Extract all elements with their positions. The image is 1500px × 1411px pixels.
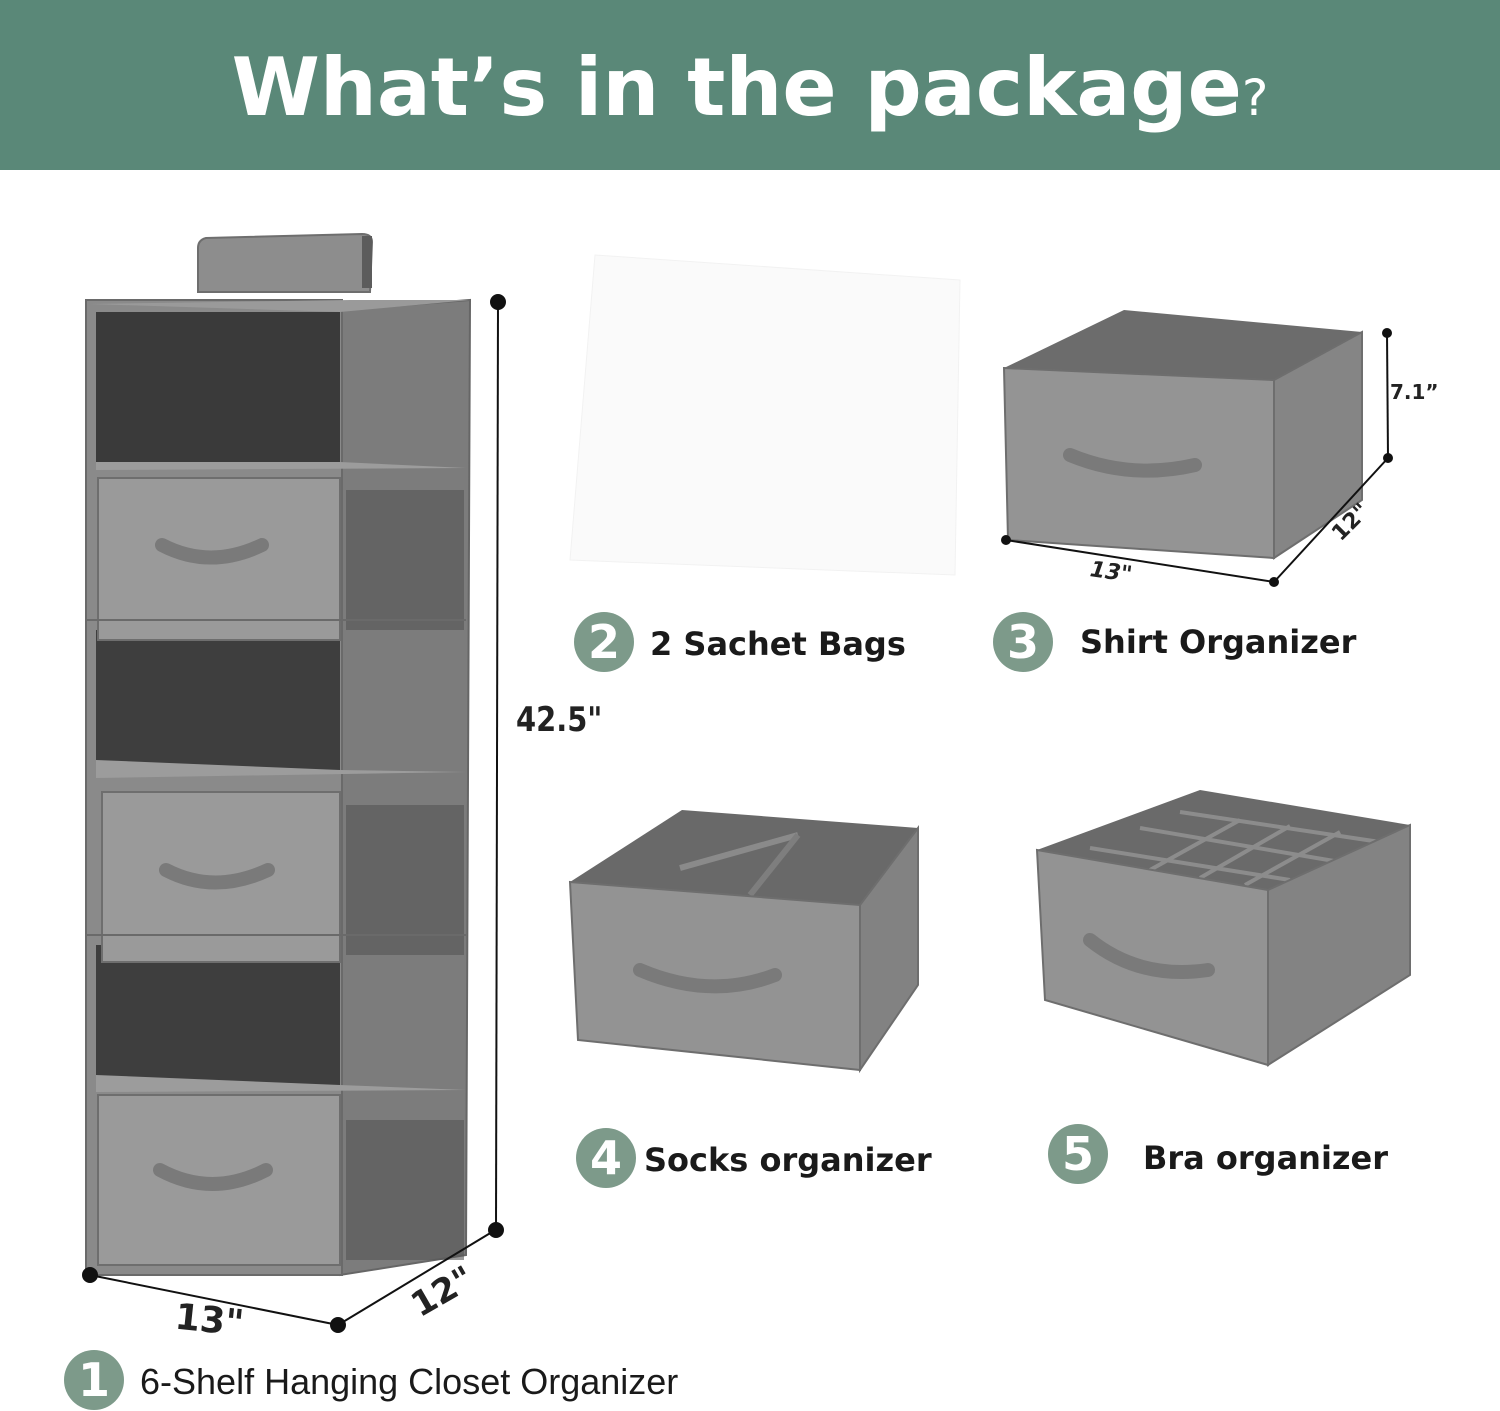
item-badge-3: 3 — [993, 612, 1053, 672]
item-badge-4: 4 — [576, 1128, 636, 1188]
item-label-2: 2 Sachet Bags — [650, 625, 906, 663]
header-banner: What’s in the package? — [0, 0, 1500, 170]
item-label-5: Bra organizer — [1143, 1139, 1389, 1177]
item-badge-2: 2 — [574, 612, 634, 672]
closet-dimension-lines — [82, 294, 506, 1333]
item-badge-1: 1 — [64, 1350, 124, 1410]
socks-organizer-image — [568, 810, 919, 1074]
item-label-3: Shirt Organizer — [1080, 623, 1357, 661]
question-mark: ? — [1241, 69, 1269, 127]
closet-height-label: 42.5" — [516, 700, 603, 740]
hanging-closet-organizer-image — [85, 232, 472, 1277]
item-label-1: 6-Shelf Hanging Closet Organizer — [140, 1361, 679, 1402]
shirt-height-label: 7.1” — [1390, 380, 1439, 404]
item-badge-5: 5 — [1048, 1124, 1108, 1184]
closet-width-label: 13" — [173, 1296, 246, 1345]
bra-organizer-image — [1035, 790, 1411, 1067]
page-title: What’s in the package? — [231, 41, 1269, 134]
item-label-4: Socks organizer — [644, 1141, 932, 1179]
shirt-dimension-lines — [1001, 328, 1393, 587]
sachet-bags-image — [569, 254, 961, 576]
shirt-organizer-image — [1002, 310, 1363, 560]
